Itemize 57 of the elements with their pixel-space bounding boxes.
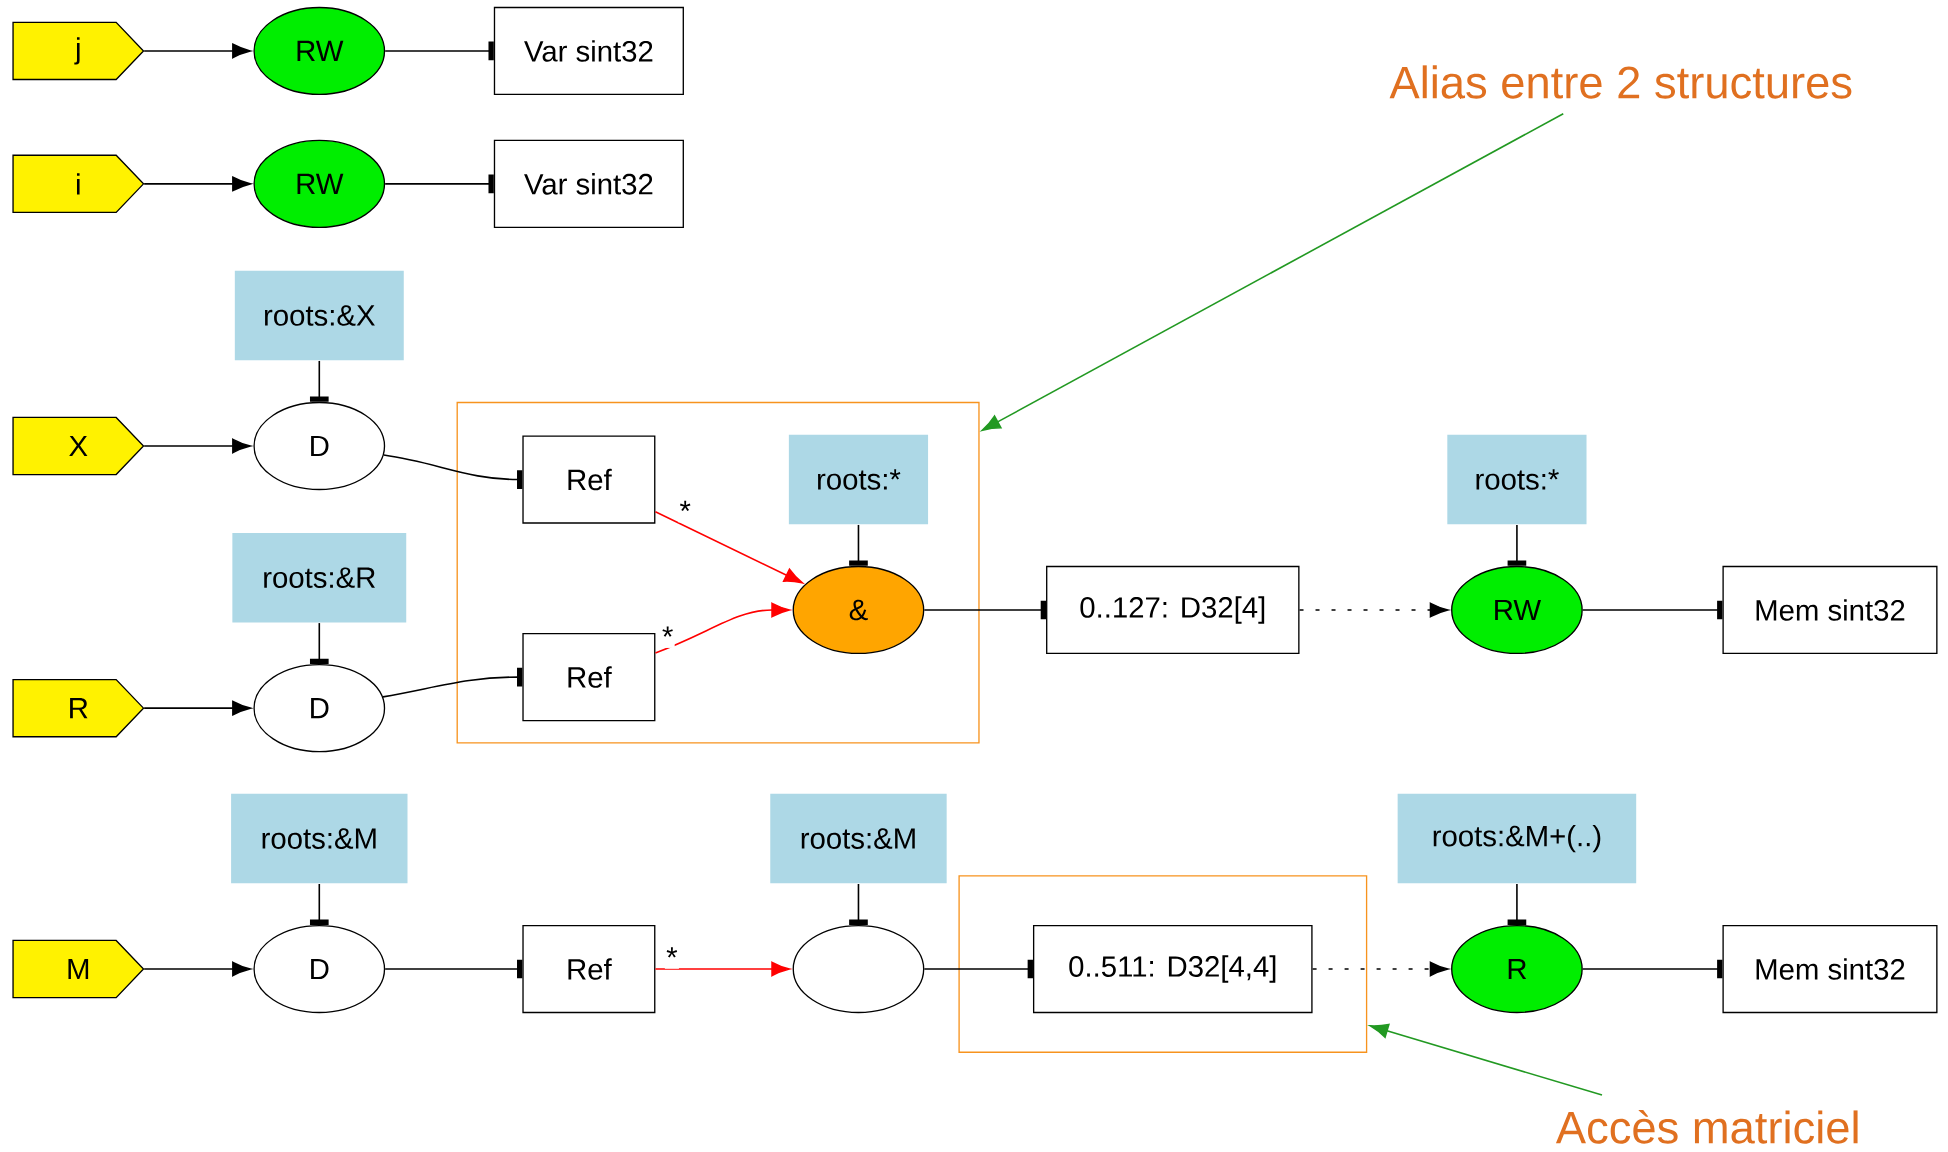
arrow xyxy=(143,438,251,454)
arrow xyxy=(382,454,523,490)
arrow xyxy=(382,667,523,698)
arrow xyxy=(923,600,1047,620)
arrow xyxy=(923,959,1033,979)
arrow xyxy=(143,43,251,59)
memory-box: Mem sint32 xyxy=(1722,925,1938,1014)
input-tag: M xyxy=(12,939,145,999)
input-tag: i xyxy=(12,154,145,214)
arrow xyxy=(1582,959,1723,979)
memory-box: 0..511: D32[4,4] xyxy=(1032,925,1313,1014)
arrow xyxy=(654,961,791,977)
roots-box: roots:* xyxy=(788,435,929,525)
arrow xyxy=(309,622,329,665)
memory-box: Var sint32 xyxy=(493,139,684,229)
arrow xyxy=(384,959,523,979)
memory-box: Ref xyxy=(522,633,656,722)
input-tag: j xyxy=(12,21,145,81)
memory-box: Ref xyxy=(522,925,656,1014)
arrow xyxy=(1507,524,1527,566)
arrow xyxy=(143,176,251,192)
highlight-frame xyxy=(958,875,1368,1054)
arrow xyxy=(849,883,868,926)
input-tag: R xyxy=(12,679,145,738)
arrow xyxy=(1582,600,1723,620)
arrow xyxy=(1369,1023,1603,1097)
arrow xyxy=(309,883,329,926)
input-tag: X xyxy=(12,416,145,476)
arrow xyxy=(1507,883,1527,926)
arrow xyxy=(309,360,329,403)
arrow xyxy=(981,113,1565,432)
memory-box: Var sint32 xyxy=(493,6,684,96)
annotation-text: Accès matriciel xyxy=(1555,1110,1858,1144)
arrow xyxy=(143,700,251,716)
arrow xyxy=(654,602,791,654)
arrow xyxy=(384,41,494,61)
memory-box: 0..127: D32[4] xyxy=(1046,566,1300,655)
arrow xyxy=(849,524,868,566)
roots-box: roots:* xyxy=(1447,435,1587,525)
edge-label: * xyxy=(664,946,679,969)
arrow xyxy=(143,961,251,977)
arrow xyxy=(384,174,494,194)
annotation-text: Alias entre 2 structures xyxy=(1389,65,1852,99)
edge-label: * xyxy=(678,499,693,523)
memory-box: Ref xyxy=(522,435,656,524)
arrow xyxy=(654,511,803,584)
arrow xyxy=(1298,602,1449,618)
roots-box: roots:&M xyxy=(770,794,947,884)
memory-box: Mem sint32 xyxy=(1722,566,1938,655)
roots-box: roots:&X xyxy=(234,271,404,361)
highlight-frame xyxy=(456,402,980,744)
roots-box: roots:&R xyxy=(232,533,407,623)
arrow xyxy=(1311,961,1449,977)
roots-box: roots:&M+(..) xyxy=(1397,794,1637,884)
operation-ellipse xyxy=(792,925,925,1014)
roots-box: roots:&M xyxy=(231,794,408,884)
edge-label: * xyxy=(660,625,675,649)
